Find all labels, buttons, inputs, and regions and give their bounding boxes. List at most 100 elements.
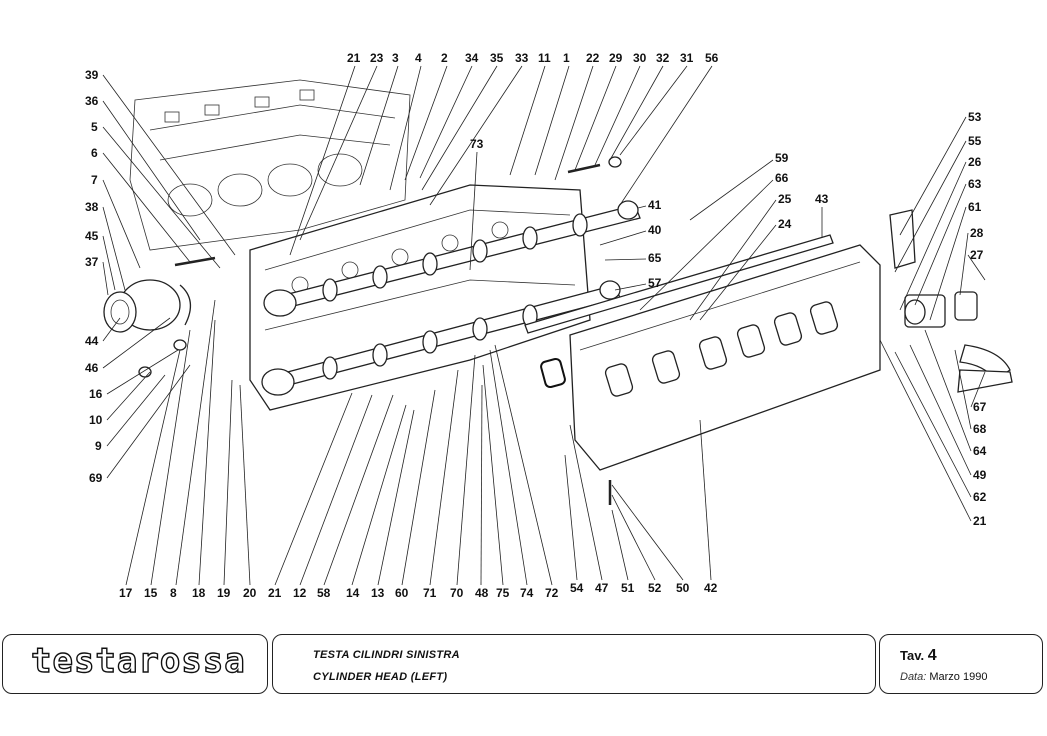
callout: 62	[973, 490, 987, 504]
callout: 22	[586, 51, 600, 65]
callout: 71	[423, 586, 437, 600]
callout: 26	[968, 155, 982, 169]
callout: 63	[968, 177, 982, 191]
callout: 44	[85, 334, 99, 348]
callout: 30	[633, 51, 647, 65]
callout: 51	[621, 581, 635, 595]
callout: 21	[973, 514, 987, 528]
callout: 49	[973, 468, 987, 482]
callout: 36	[85, 94, 99, 108]
testarossa-logo: testarossa	[30, 640, 246, 681]
date-label: Data:	[900, 671, 927, 683]
callout: 66	[775, 171, 789, 185]
seal-housing	[103, 279, 192, 333]
callout: 9	[95, 439, 102, 453]
callout: 33	[515, 51, 529, 65]
callout: 23	[370, 51, 384, 65]
callout: 67	[973, 400, 987, 414]
callout: 59	[775, 151, 789, 165]
callout: 20	[243, 586, 257, 600]
engine-block	[129, 79, 411, 251]
date-value: Marzo 1990	[929, 671, 988, 683]
table-info-box: Tav. 4 Data: Marzo 1990	[879, 634, 1043, 694]
callout: 10	[89, 413, 103, 427]
callout: 16	[89, 387, 103, 401]
callout: 7	[91, 173, 98, 187]
callouts-top: 21 23 3 4 2 34 35 33 11 1 22 29 30 32 31…	[289, 51, 719, 256]
callout: 70	[450, 586, 464, 600]
callout: 18	[192, 586, 206, 600]
callout: 40	[648, 223, 662, 237]
callout: 32	[656, 51, 670, 65]
callout: 17	[119, 586, 133, 600]
table-number: Tav. 4	[900, 647, 937, 665]
callout: 72	[545, 586, 559, 600]
callout: 47	[595, 581, 609, 595]
callout: 43	[815, 192, 829, 206]
callout: 1	[563, 51, 570, 65]
callout: 54	[570, 581, 584, 595]
callout: 25	[778, 192, 792, 206]
cover-gasket	[524, 234, 834, 334]
exploded-parts-diagram: 21 23 3 4 2 34 35 33 11 1 22 29 30 32 31…	[85, 51, 1013, 600]
callout: 60	[395, 586, 409, 600]
callout: 13	[371, 586, 385, 600]
callout: 64	[973, 444, 987, 458]
callout: 21	[347, 51, 361, 65]
callout: 65	[648, 251, 662, 265]
callout: 11	[538, 51, 551, 65]
tav-number: 4	[927, 647, 937, 664]
callout: 8	[170, 586, 177, 600]
callout: 15	[144, 586, 158, 600]
callout: 37	[85, 255, 99, 269]
callouts-left: 39 36 5 6 7 38 45 37 44 46 16 10 9 69	[85, 68, 236, 485]
plug-gasket	[540, 357, 566, 389]
callout: 31	[680, 51, 694, 65]
callout: 68	[973, 422, 987, 436]
brand-box: testarossa	[2, 634, 268, 694]
callout: 29	[609, 51, 623, 65]
camshaft-upper	[263, 200, 641, 317]
callout: 3	[392, 51, 399, 65]
callout: 5	[91, 120, 98, 134]
callout: 55	[968, 134, 982, 148]
callout: 6	[91, 146, 98, 160]
cam-cover	[569, 244, 881, 471]
callout: 27	[970, 248, 984, 262]
callout: 52	[648, 581, 662, 595]
callouts-right: 53 55 26 63 61 28 27 67 68 64 49 62 21	[879, 110, 987, 528]
callout: 58	[317, 586, 331, 600]
callout: 28	[970, 226, 984, 240]
callout: 21	[268, 586, 282, 600]
callout: 69	[89, 471, 103, 485]
callout: 56	[705, 51, 719, 65]
callout: 48	[475, 586, 489, 600]
callouts-bottom: 17 15 8 18 19 20 21 12 58 14 13 60 71 70…	[119, 299, 718, 600]
callout: 2	[441, 51, 448, 65]
callout: 35	[490, 51, 504, 65]
callout: 38	[85, 200, 99, 214]
callout: 46	[85, 361, 99, 375]
callout: 57	[648, 276, 662, 290]
callout: 19	[217, 586, 231, 600]
callout: 12	[293, 586, 307, 600]
callout: 61	[968, 200, 982, 214]
callout: 74	[520, 586, 534, 600]
callout: 41	[648, 198, 662, 212]
table-date: Data: Marzo 1990	[900, 671, 987, 683]
title-italian: TESTA CILINDRI SINISTRA	[313, 649, 460, 661]
callout: 24	[778, 217, 792, 231]
callout: 14	[346, 586, 360, 600]
callout: 34	[465, 51, 479, 65]
callout: 45	[85, 229, 99, 243]
callouts-inner: 73 59 66 25 43 24 41 40 65 57	[469, 137, 829, 321]
callout: 39	[85, 68, 99, 82]
title-box: TESTA CILINDRI SINISTRA CYLINDER HEAD (L…	[272, 634, 876, 694]
title-english: CYLINDER HEAD (LEFT)	[313, 671, 448, 683]
callout: 53	[968, 110, 982, 124]
callout: 4	[415, 51, 422, 65]
callout: 73	[470, 137, 484, 151]
callout: 42	[704, 581, 718, 595]
tav-label: Tav.	[900, 648, 925, 663]
callout: 75	[496, 586, 510, 600]
